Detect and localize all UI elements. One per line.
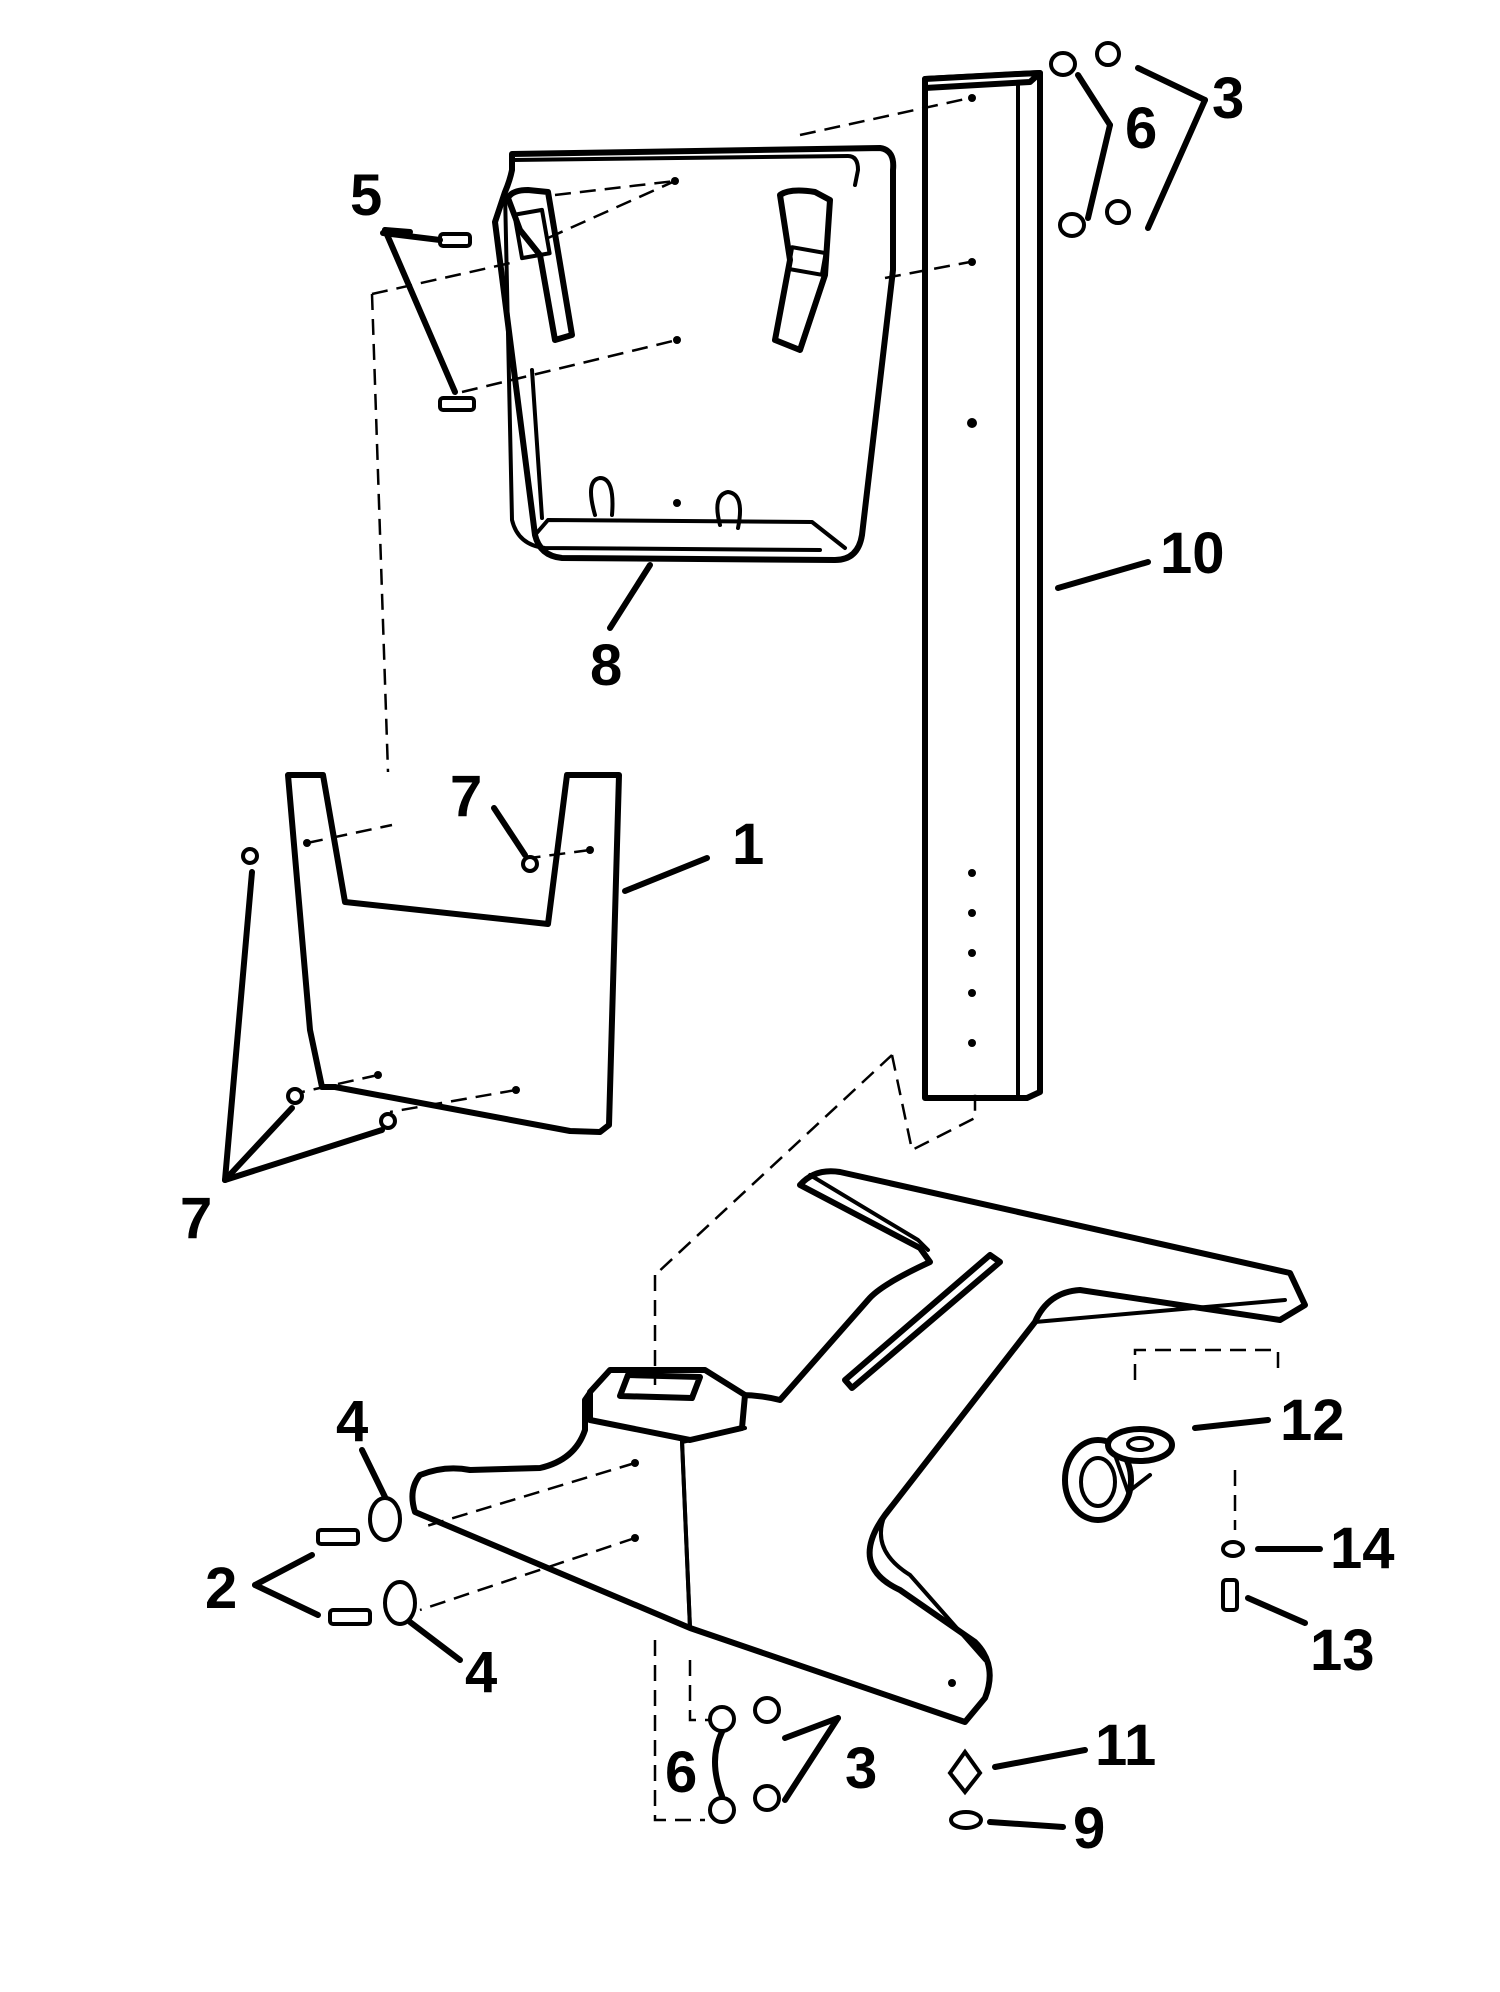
washer-4-lower: [383, 1580, 417, 1626]
rivet-7-low: [379, 1112, 397, 1130]
callout-6-top: 6: [1125, 96, 1157, 161]
callout-14: 14: [1330, 1516, 1395, 1581]
pad-9: [949, 1810, 983, 1830]
callout-6-bottom: 6: [665, 1740, 697, 1805]
callout-4-bottom: 4: [465, 1640, 497, 1705]
part-12-caster: [1062, 1426, 1175, 1523]
base-frame: [409, 1168, 1308, 1725]
bolt-2-upper: [316, 1528, 360, 1546]
callout-2: 2: [205, 1556, 237, 1621]
washer-4-upper: [368, 1496, 402, 1542]
callout-4-top: 4: [336, 1389, 368, 1454]
washer-6-top-upper: [1049, 51, 1077, 77]
part-8-mounting-bracket: [492, 145, 897, 563]
washer-6-bottom-lower: [708, 1796, 736, 1824]
hardware: [241, 41, 1245, 1830]
callout-3-top: 3: [1212, 66, 1244, 131]
glide-11: [947, 1748, 983, 1796]
washer-6-bottom-upper: [708, 1705, 736, 1733]
nut-3-bottom-lower: [753, 1784, 781, 1812]
screw-5-upper: [438, 232, 472, 248]
nut-3-top-lower: [1105, 199, 1131, 225]
callout-12: 12: [1280, 1388, 1345, 1453]
rivet-7-upper: [521, 855, 539, 873]
screw-13: [1221, 1578, 1239, 1612]
bolt-2-lower: [328, 1608, 372, 1626]
washer-6-top-lower: [1058, 212, 1086, 238]
callout-9: 9: [1073, 1796, 1105, 1861]
rivet-7-mid: [286, 1087, 304, 1105]
callout-3-bottom: 3: [845, 1736, 877, 1801]
washer-14: [1221, 1540, 1245, 1558]
callout-7-bottom: 7: [180, 1186, 212, 1251]
alignment-guides: [301, 96, 1280, 1822]
callout-7-top: 7: [450, 764, 482, 829]
leader-lines: [222, 65, 1323, 1830]
rivet-7-left: [241, 847, 259, 865]
callout-11: 11: [1095, 1713, 1156, 1778]
callout-13: 13: [1310, 1618, 1375, 1683]
part-10-upright-post: [922, 70, 1043, 1101]
callout-8: 8: [590, 633, 622, 698]
nut-3-bottom-upper: [753, 1696, 781, 1724]
screw-5-lower: [438, 396, 476, 412]
nut-3-top-upper: [1095, 41, 1121, 67]
callout-labels: 1 2 3 3 4 4 5 6 6 7 7 8 9 10 11 12 13 14: [180, 66, 1395, 1861]
callout-5: 5: [350, 163, 382, 228]
callout-1: 1: [732, 812, 764, 877]
callout-10: 10: [1160, 521, 1225, 586]
